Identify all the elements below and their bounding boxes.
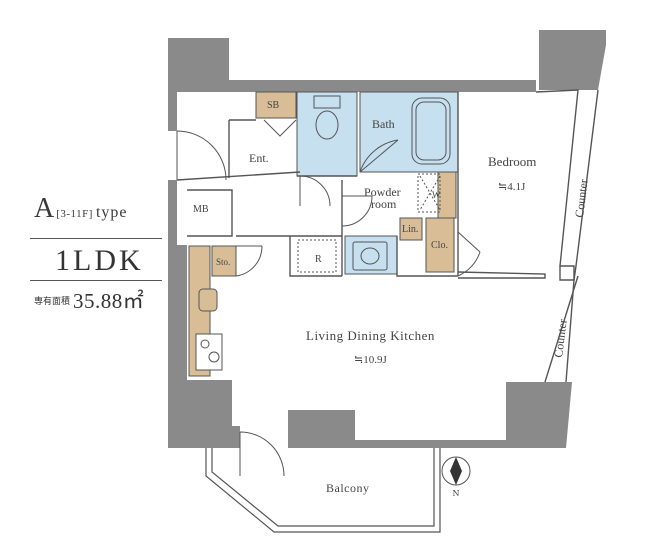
unit-floors: [3-11F] xyxy=(56,208,93,220)
washer-space xyxy=(437,171,457,219)
unit-type-title: A[3-11F]type xyxy=(34,193,127,225)
divider-line xyxy=(30,280,162,281)
wall-line xyxy=(176,171,301,181)
label-ldk: Living Dining Kitchen xyxy=(306,328,435,343)
label-mb: MB xyxy=(193,204,209,215)
structural-wall xyxy=(229,80,536,92)
powder-door xyxy=(341,195,373,227)
wall-line xyxy=(535,89,579,267)
basin-bowl xyxy=(360,247,380,265)
entrance-door xyxy=(176,130,227,181)
label-linen: Lin. xyxy=(402,224,418,235)
label-ldk-size: ≒10.9J xyxy=(354,354,387,366)
balcony-outline xyxy=(205,448,441,533)
label-bedroom-size: ≒4.1J xyxy=(498,181,526,193)
stove-burner xyxy=(208,351,220,363)
structural-column xyxy=(168,380,232,448)
label-sb: SB xyxy=(267,100,280,111)
wall-line xyxy=(457,271,546,279)
label-powder-2: room xyxy=(371,197,397,211)
divider-line xyxy=(30,238,162,239)
label-bath: Bath xyxy=(372,117,395,131)
shoe-box-door xyxy=(263,119,297,137)
label-entrance: Ent. xyxy=(249,151,269,165)
storage-closet xyxy=(211,245,237,277)
washer-mark xyxy=(419,175,441,211)
linen-closet xyxy=(399,217,423,241)
structural-column xyxy=(539,30,606,90)
washer-area xyxy=(417,173,441,213)
compass: N xyxy=(441,456,471,498)
wall-line xyxy=(565,89,599,383)
wall-line xyxy=(187,189,233,237)
room-labels: SB Bath Ent. Bedroom ≒4.1J MB Powder roo… xyxy=(193,100,591,495)
doors xyxy=(176,119,481,477)
wall-line xyxy=(559,265,575,281)
balcony-door xyxy=(239,431,285,477)
unit-type-letter: A xyxy=(34,193,55,224)
label-closet: Clo. xyxy=(431,240,448,251)
bath-door xyxy=(359,139,399,173)
fixtures xyxy=(195,95,451,371)
bedroom-closet xyxy=(425,217,455,273)
fridge-space xyxy=(297,239,337,273)
label-powder-1: Powder xyxy=(364,185,401,199)
structural-wall xyxy=(168,92,177,131)
partition-walls xyxy=(176,89,599,383)
wall-line xyxy=(544,275,579,383)
bathtub-inner xyxy=(415,101,447,161)
balcony-railing xyxy=(205,448,441,533)
label-counter-lower: Counter xyxy=(551,318,570,358)
structural-wall xyxy=(168,180,177,245)
storage-door xyxy=(235,245,263,277)
shoe-box xyxy=(255,91,297,119)
label-storage: Sto. xyxy=(216,257,230,267)
kitchen-sink xyxy=(198,288,218,312)
area-value: 35.88㎡ xyxy=(73,289,145,313)
label-counter-upper: Counter xyxy=(572,178,591,218)
stove xyxy=(195,333,223,371)
structural-wall xyxy=(355,440,506,448)
structural-wall xyxy=(232,426,240,448)
area-label: 専有面積 xyxy=(34,297,71,307)
unit-type-word: type xyxy=(95,204,128,221)
toilet-door xyxy=(299,175,331,207)
structural-walls xyxy=(168,30,606,448)
compass-needle xyxy=(450,457,462,485)
toilet-bowl xyxy=(315,110,339,140)
structural-column xyxy=(288,410,355,448)
structural-column xyxy=(506,382,572,448)
balcony-railing-inner xyxy=(211,448,435,527)
unit-layout: 1LDK xyxy=(55,244,144,277)
label-bedroom: Bedroom xyxy=(488,154,536,169)
label-balcony: Balcony xyxy=(326,481,370,495)
compass-label: N xyxy=(453,489,460,498)
wall-line xyxy=(396,236,458,277)
structural-column xyxy=(168,38,229,92)
bathtub xyxy=(411,97,451,165)
label-refrigerator: R xyxy=(315,254,322,265)
wash-basin xyxy=(352,241,388,271)
bedroom-door xyxy=(457,231,481,277)
toilet-tank xyxy=(313,95,341,109)
stove-burner xyxy=(200,339,210,349)
wall-line xyxy=(289,236,342,277)
label-w: W xyxy=(432,190,441,200)
